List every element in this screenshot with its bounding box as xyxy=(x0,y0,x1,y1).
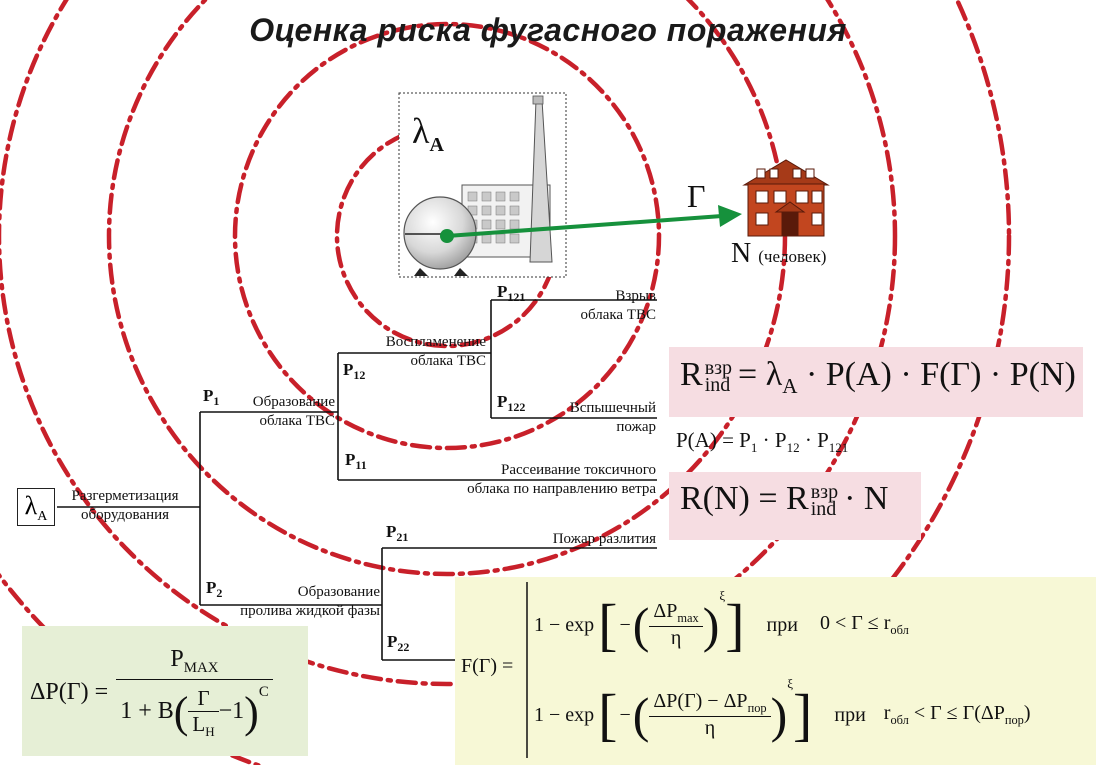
facility-icon xyxy=(398,92,567,278)
formula-f-box xyxy=(455,577,1096,765)
formula-f-lhs: F(Г) = xyxy=(461,655,514,677)
ring-4 xyxy=(0,0,898,687)
people-label: N (человек) xyxy=(731,238,827,269)
tree-root-lambda: λA xyxy=(17,488,55,526)
p21-label: Пожар разлития xyxy=(552,531,656,547)
node-p122: P122 xyxy=(497,392,526,414)
ring-5 xyxy=(0,0,1012,765)
distance-label: Г xyxy=(687,178,706,214)
formula-dp-box xyxy=(22,626,308,756)
node-p121: P121 xyxy=(497,282,526,304)
node-p21: P21 xyxy=(386,522,409,544)
distance-arrow xyxy=(440,205,742,243)
source-lambda-label: λA xyxy=(412,111,444,157)
node-p22: P22 xyxy=(387,632,410,654)
formula-r-ind-box xyxy=(669,347,1083,417)
ring-2 xyxy=(232,21,662,451)
node-p12: P12 xyxy=(343,360,366,382)
formula-pa: P(A) = P1 · P12 · P121 xyxy=(676,428,849,456)
formula-f-brace xyxy=(526,582,528,758)
node-p1: P1 xyxy=(203,386,220,408)
formula-rn-box xyxy=(669,472,921,540)
page-title: Оценка риска фугасного поражения xyxy=(249,12,847,48)
node-p11: P11 xyxy=(345,450,367,472)
node-p2: P2 xyxy=(206,578,223,600)
event-tree-lines xyxy=(57,299,657,661)
house-icon xyxy=(742,159,830,237)
